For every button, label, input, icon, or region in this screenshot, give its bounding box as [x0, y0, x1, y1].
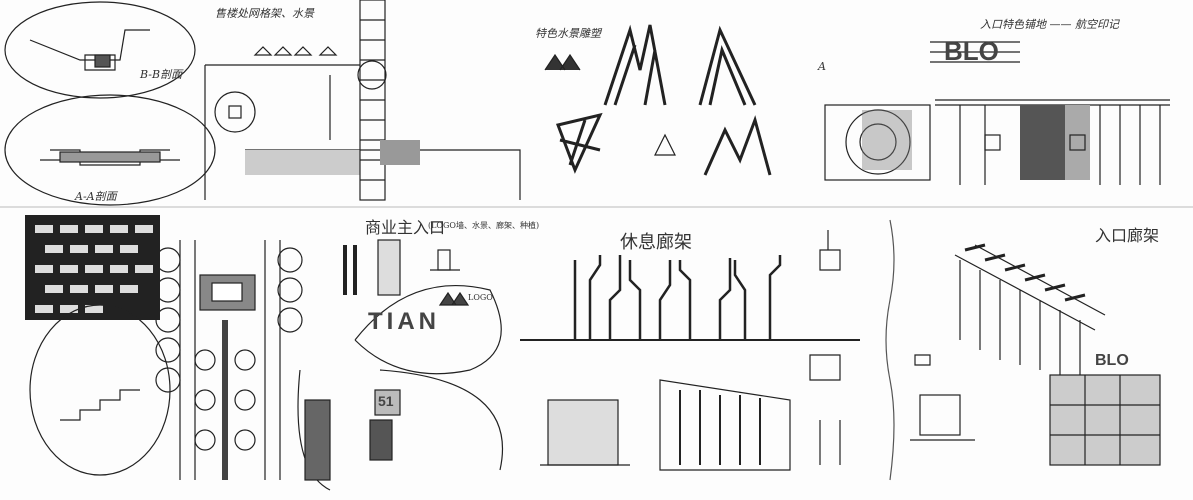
commercial-plan [155, 240, 303, 480]
entry-pavilion-sketch [910, 243, 1161, 466]
title-sculpture: 特色水景雕塑 [535, 27, 601, 40]
title-entry-paving: 入口特色铺地 —— 航空印记 [980, 18, 1119, 31]
title-entry-pavilion: 入口廊架 [1095, 226, 1160, 245]
blo-letters: BLO [944, 36, 999, 66]
fifty-one-sign: 51 [378, 393, 394, 409]
sales-office-plan [204, 0, 521, 201]
title-sales-office: 售楼处网格架、水景 [215, 7, 314, 20]
label-section-aa: A-A剖面 [75, 190, 117, 203]
label-a: A [818, 60, 826, 73]
blo-small-letters: BLO [1095, 352, 1129, 369]
title-commercial-entry: 商业主入口 [365, 218, 446, 237]
sculpture-sketches [544, 24, 772, 176]
brick-wall-perspective [25, 215, 171, 476]
entry-paving-sketch [824, 41, 1170, 185]
section-ovals [4, 1, 216, 206]
commercial-entry-sketch [297, 239, 504, 491]
logo-note: LOGO [468, 293, 493, 302]
title-rest-pavilion: 休息廊架 [620, 232, 692, 253]
commercial-entry-note: (LOGO墙、水景、廊架、种植) [428, 221, 540, 230]
label-section-bb: B-B剖面 [140, 68, 183, 81]
tian-letters: TIAN [368, 308, 440, 335]
rest-pavilion-sketch [520, 219, 895, 481]
